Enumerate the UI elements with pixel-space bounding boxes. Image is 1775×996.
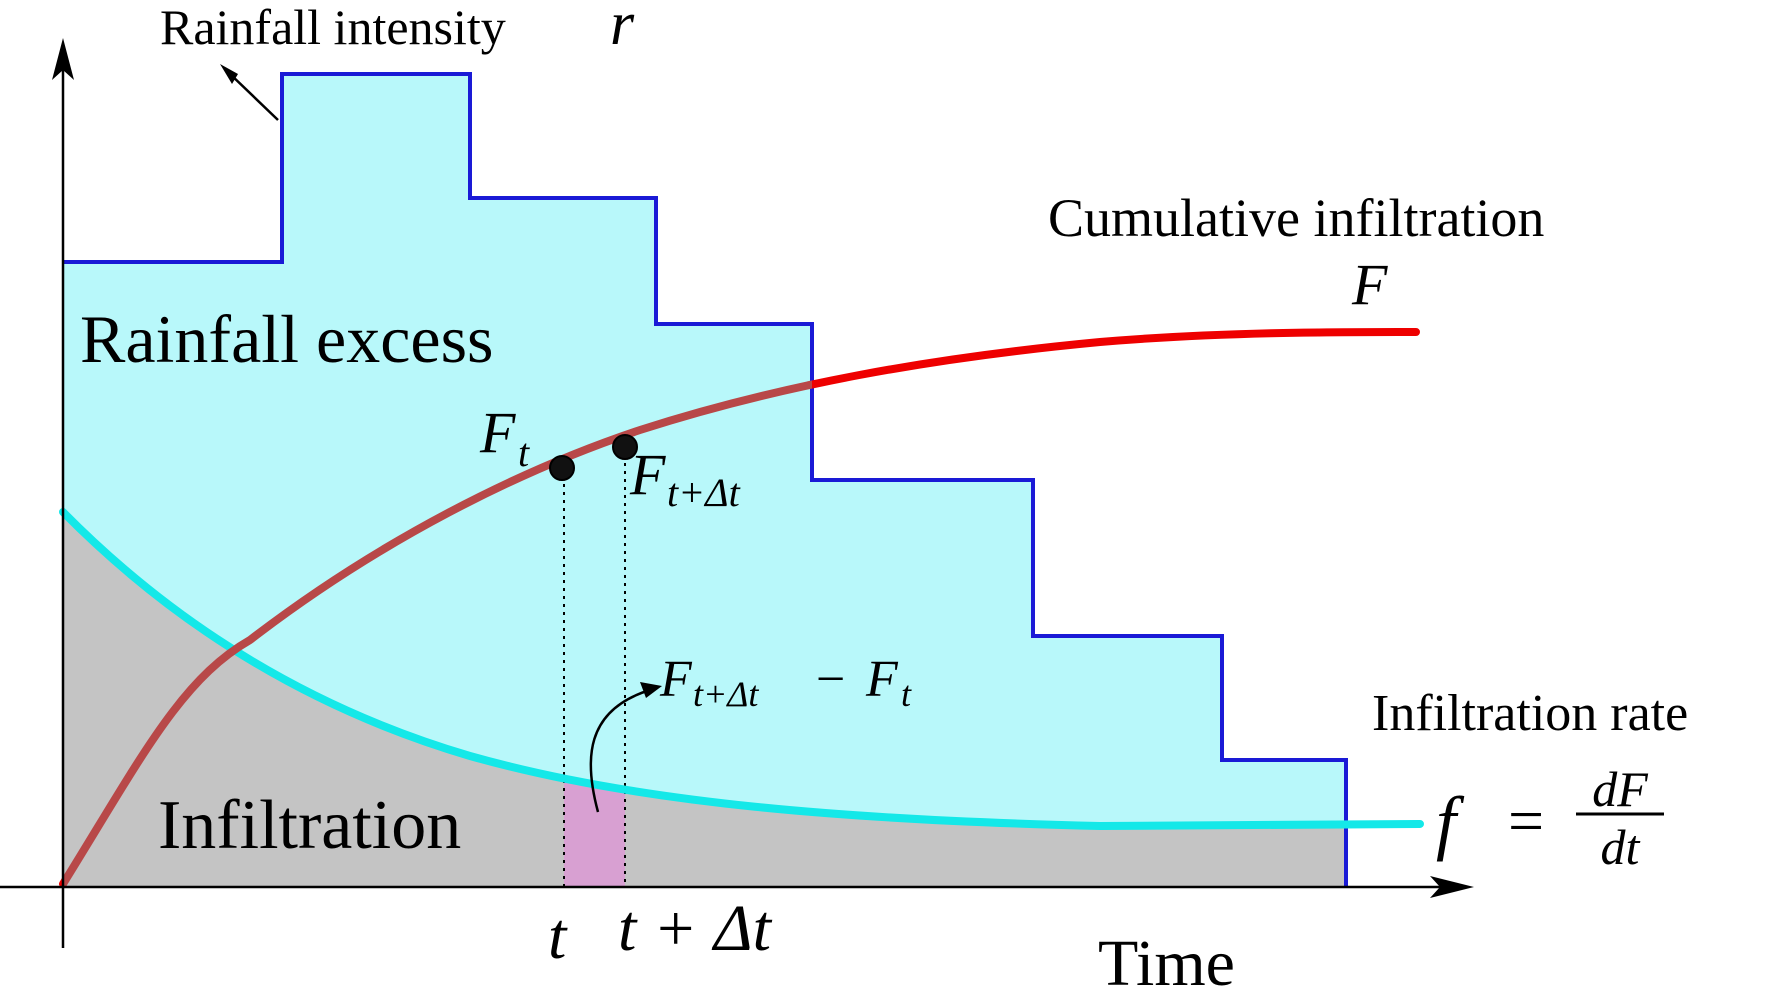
- difference-F2: F: [865, 651, 899, 708]
- F-t-dt-subscript: t+Δt: [667, 470, 741, 515]
- rainfall-intensity-arrowhead: [220, 64, 238, 84]
- difference-arrow: [589, 688, 651, 813]
- rate-numerator: dF: [1592, 761, 1648, 817]
- infiltration-rate-curve: [59, 508, 1424, 831]
- F-t-dt-label: F: [629, 442, 666, 507]
- point-F-t-dt: [612, 434, 638, 460]
- point-F-t: [549, 455, 575, 481]
- F-t-subscript: t: [518, 430, 530, 475]
- difference-F2-subscript: t: [901, 674, 912, 714]
- F-t-label: F: [479, 400, 516, 465]
- rainfall-excess-label: Rainfall excess: [80, 301, 494, 377]
- rate-denominator: dt: [1601, 819, 1641, 875]
- rate-f-symbol: f: [1436, 782, 1465, 862]
- infiltration-label: Infiltration: [158, 787, 461, 864]
- rainfall-excess-area: [63, 74, 1346, 887]
- rainfall-intensity-label: Rainfall intensity: [160, 0, 506, 55]
- difference-F1: F: [659, 651, 693, 708]
- rainfall-intensity-symbol: r: [610, 0, 635, 58]
- cumulative-infiltration-symbol: F: [1351, 252, 1388, 317]
- tick-label-t-dt: t + Δt: [618, 892, 773, 965]
- rate-equals-sign: =: [1508, 785, 1544, 856]
- difference-F1-subscript: t+Δt: [693, 674, 759, 714]
- difference-arrowhead: [640, 682, 662, 698]
- time-axis-label: Time: [1098, 927, 1235, 991]
- infiltration-rate-label: Infiltration rate: [1372, 685, 1688, 742]
- rainfall-intensity-arrow: [227, 71, 279, 121]
- rainfall-intensity-hyetograph: [63, 72, 1348, 887]
- x-axis-arrowhead: [1430, 876, 1474, 898]
- cumulative-infiltration-label: Cumulative infiltration: [1048, 188, 1544, 248]
- tick-label-t: t: [548, 900, 568, 973]
- infiltration-area: [63, 512, 1346, 887]
- interval-area: [564, 778, 625, 887]
- difference-minus-sign: −: [816, 651, 845, 708]
- y-axis-arrowhead: [52, 38, 74, 80]
